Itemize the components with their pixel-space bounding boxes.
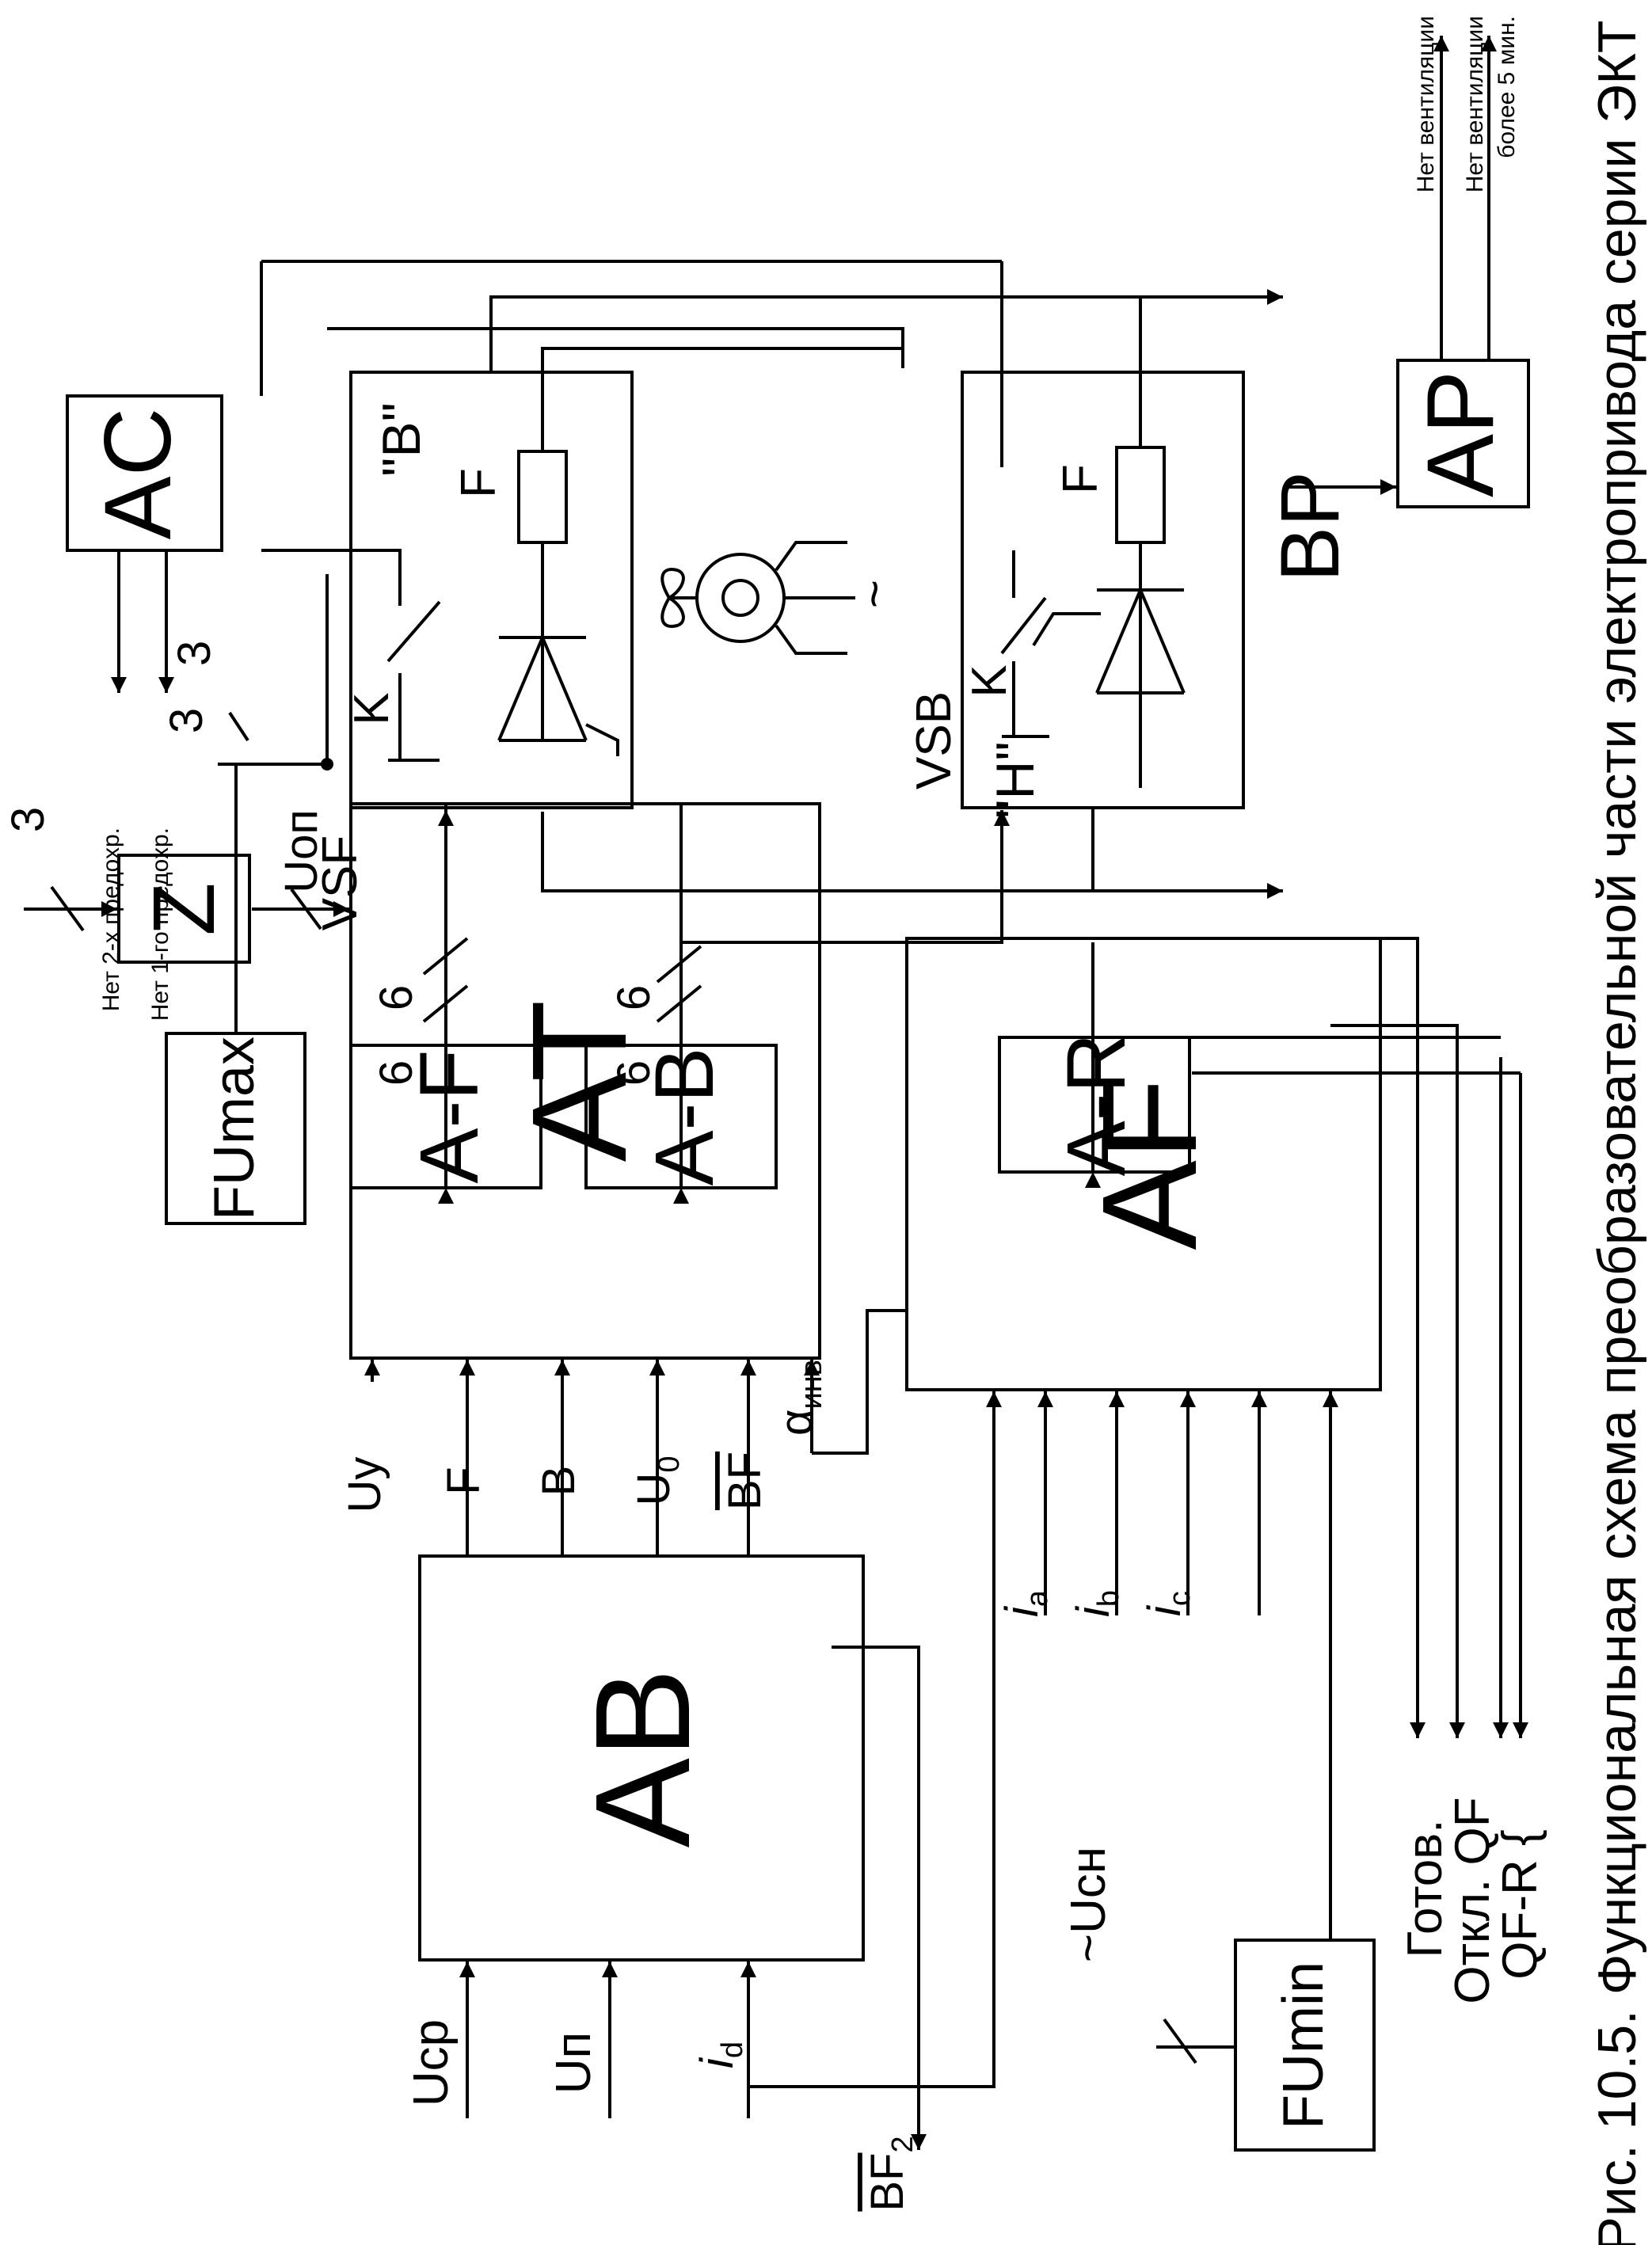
fan-motor-icon [660, 541, 855, 655]
svg-text:"B": "B" [371, 402, 432, 477]
svg-text:QF-R {: QF-R { [1493, 1829, 1547, 1979]
signal-labels: 3 Uоп 6 6 6 6 3 3 Uy F B U0 BF αинв Ucp … [2, 471, 1547, 2212]
svg-text:FUmax: FUmax [203, 1037, 266, 1220]
status-outputs: Нет 2-х предохр. Нет 1-го предохр. Нет в… [98, 16, 1520, 1021]
svg-text:ib: ib [1068, 1590, 1125, 1617]
svg-text:F: F [438, 1467, 489, 1494]
svg-text:A-B: A-B [638, 1047, 731, 1185]
svg-text:3: 3 [169, 641, 220, 666]
svg-text:AT: AT [504, 1000, 655, 1162]
svg-text:BF: BF [719, 1452, 771, 1510]
svg-text:3: 3 [2, 807, 54, 832]
svg-text:BP: BP [1264, 471, 1357, 582]
svg-text:A-F: A-F [403, 1049, 496, 1183]
svg-text:Откл. QF: Откл. QF [1445, 1797, 1500, 2003]
block-ac: AC [66, 394, 223, 552]
svg-text:Z: Z [135, 882, 233, 935]
svg-text:Uоп: Uоп [276, 809, 327, 893]
svg-text:BF2: BF2 [862, 2136, 919, 2211]
tilde-label: ~ [847, 580, 902, 608]
svg-text:F: F [1053, 464, 1108, 494]
svg-text:A-R: A-R [1050, 1033, 1143, 1177]
block-fu-min: FUmin [1234, 1939, 1376, 2152]
svg-text:FUmin: FUmin [1272, 1962, 1335, 2129]
svg-text:~Uсн: ~Uсн [1061, 1847, 1116, 1962]
svg-text:6: 6 [608, 985, 660, 1010]
svg-text:Нет вентиляции: Нет вентиляции [1462, 16, 1488, 192]
svg-text:Нет 2-х предохр.: Нет 2-х предохр. [98, 828, 124, 1011]
thyristor-group-vsb: K F "H" [961, 371, 1245, 819]
svg-text:3: 3 [161, 708, 212, 733]
svg-text:6: 6 [371, 1060, 422, 1086]
block-ap: AP [1396, 359, 1530, 508]
svg-text:αинв: αинв [771, 1360, 828, 1436]
label-vsb: VSB [907, 691, 961, 790]
svg-text:id: id [691, 2041, 749, 2068]
svg-text:Uп: Uп [546, 2032, 601, 2094]
figure-caption: Рис. 10.5. Функциональная схема преобраз… [1587, 21, 1647, 2245]
block-af: AF [905, 937, 1382, 1391]
svg-text:K: K [344, 692, 399, 725]
svg-text:B: B [533, 1466, 584, 1497]
svg-text:AB: AB [568, 1669, 718, 1848]
svg-text:6: 6 [608, 1060, 660, 1086]
block-ab: AB [418, 1554, 865, 1962]
svg-text:U0: U0 [628, 1455, 686, 1505]
svg-text:Нет 1-го предохр.: Нет 1-го предохр. [147, 828, 173, 1021]
svg-text:Uy: Uy [339, 1457, 390, 1513]
svg-text:ic: ic [1139, 1591, 1197, 1616]
svg-text:AC: AC [85, 408, 191, 540]
svg-text:ia: ia [996, 1589, 1054, 1617]
thyristor-group-vsf: K F "B" [261, 371, 634, 809]
block-z: Z [117, 854, 251, 964]
svg-text:Нет вентиляции: Нет вентиляции [1413, 16, 1439, 192]
svg-text:Готов.: Готов. [1398, 1820, 1452, 1958]
svg-text:более 5 мин.: более 5 мин. [1494, 16, 1520, 158]
svg-text:F: F [451, 468, 506, 498]
svg-text:K: K [962, 664, 1017, 697]
svg-text:6: 6 [371, 985, 422, 1010]
svg-text:"H": "H" [985, 741, 1045, 818]
svg-text:AF: AF [1075, 1078, 1225, 1250]
wiring [24, 36, 1528, 2150]
svg-text:Ucp: Ucp [404, 2019, 459, 2106]
svg-text:AP: AP [1407, 371, 1513, 497]
block-fu-max: FUmax [165, 1032, 306, 1225]
